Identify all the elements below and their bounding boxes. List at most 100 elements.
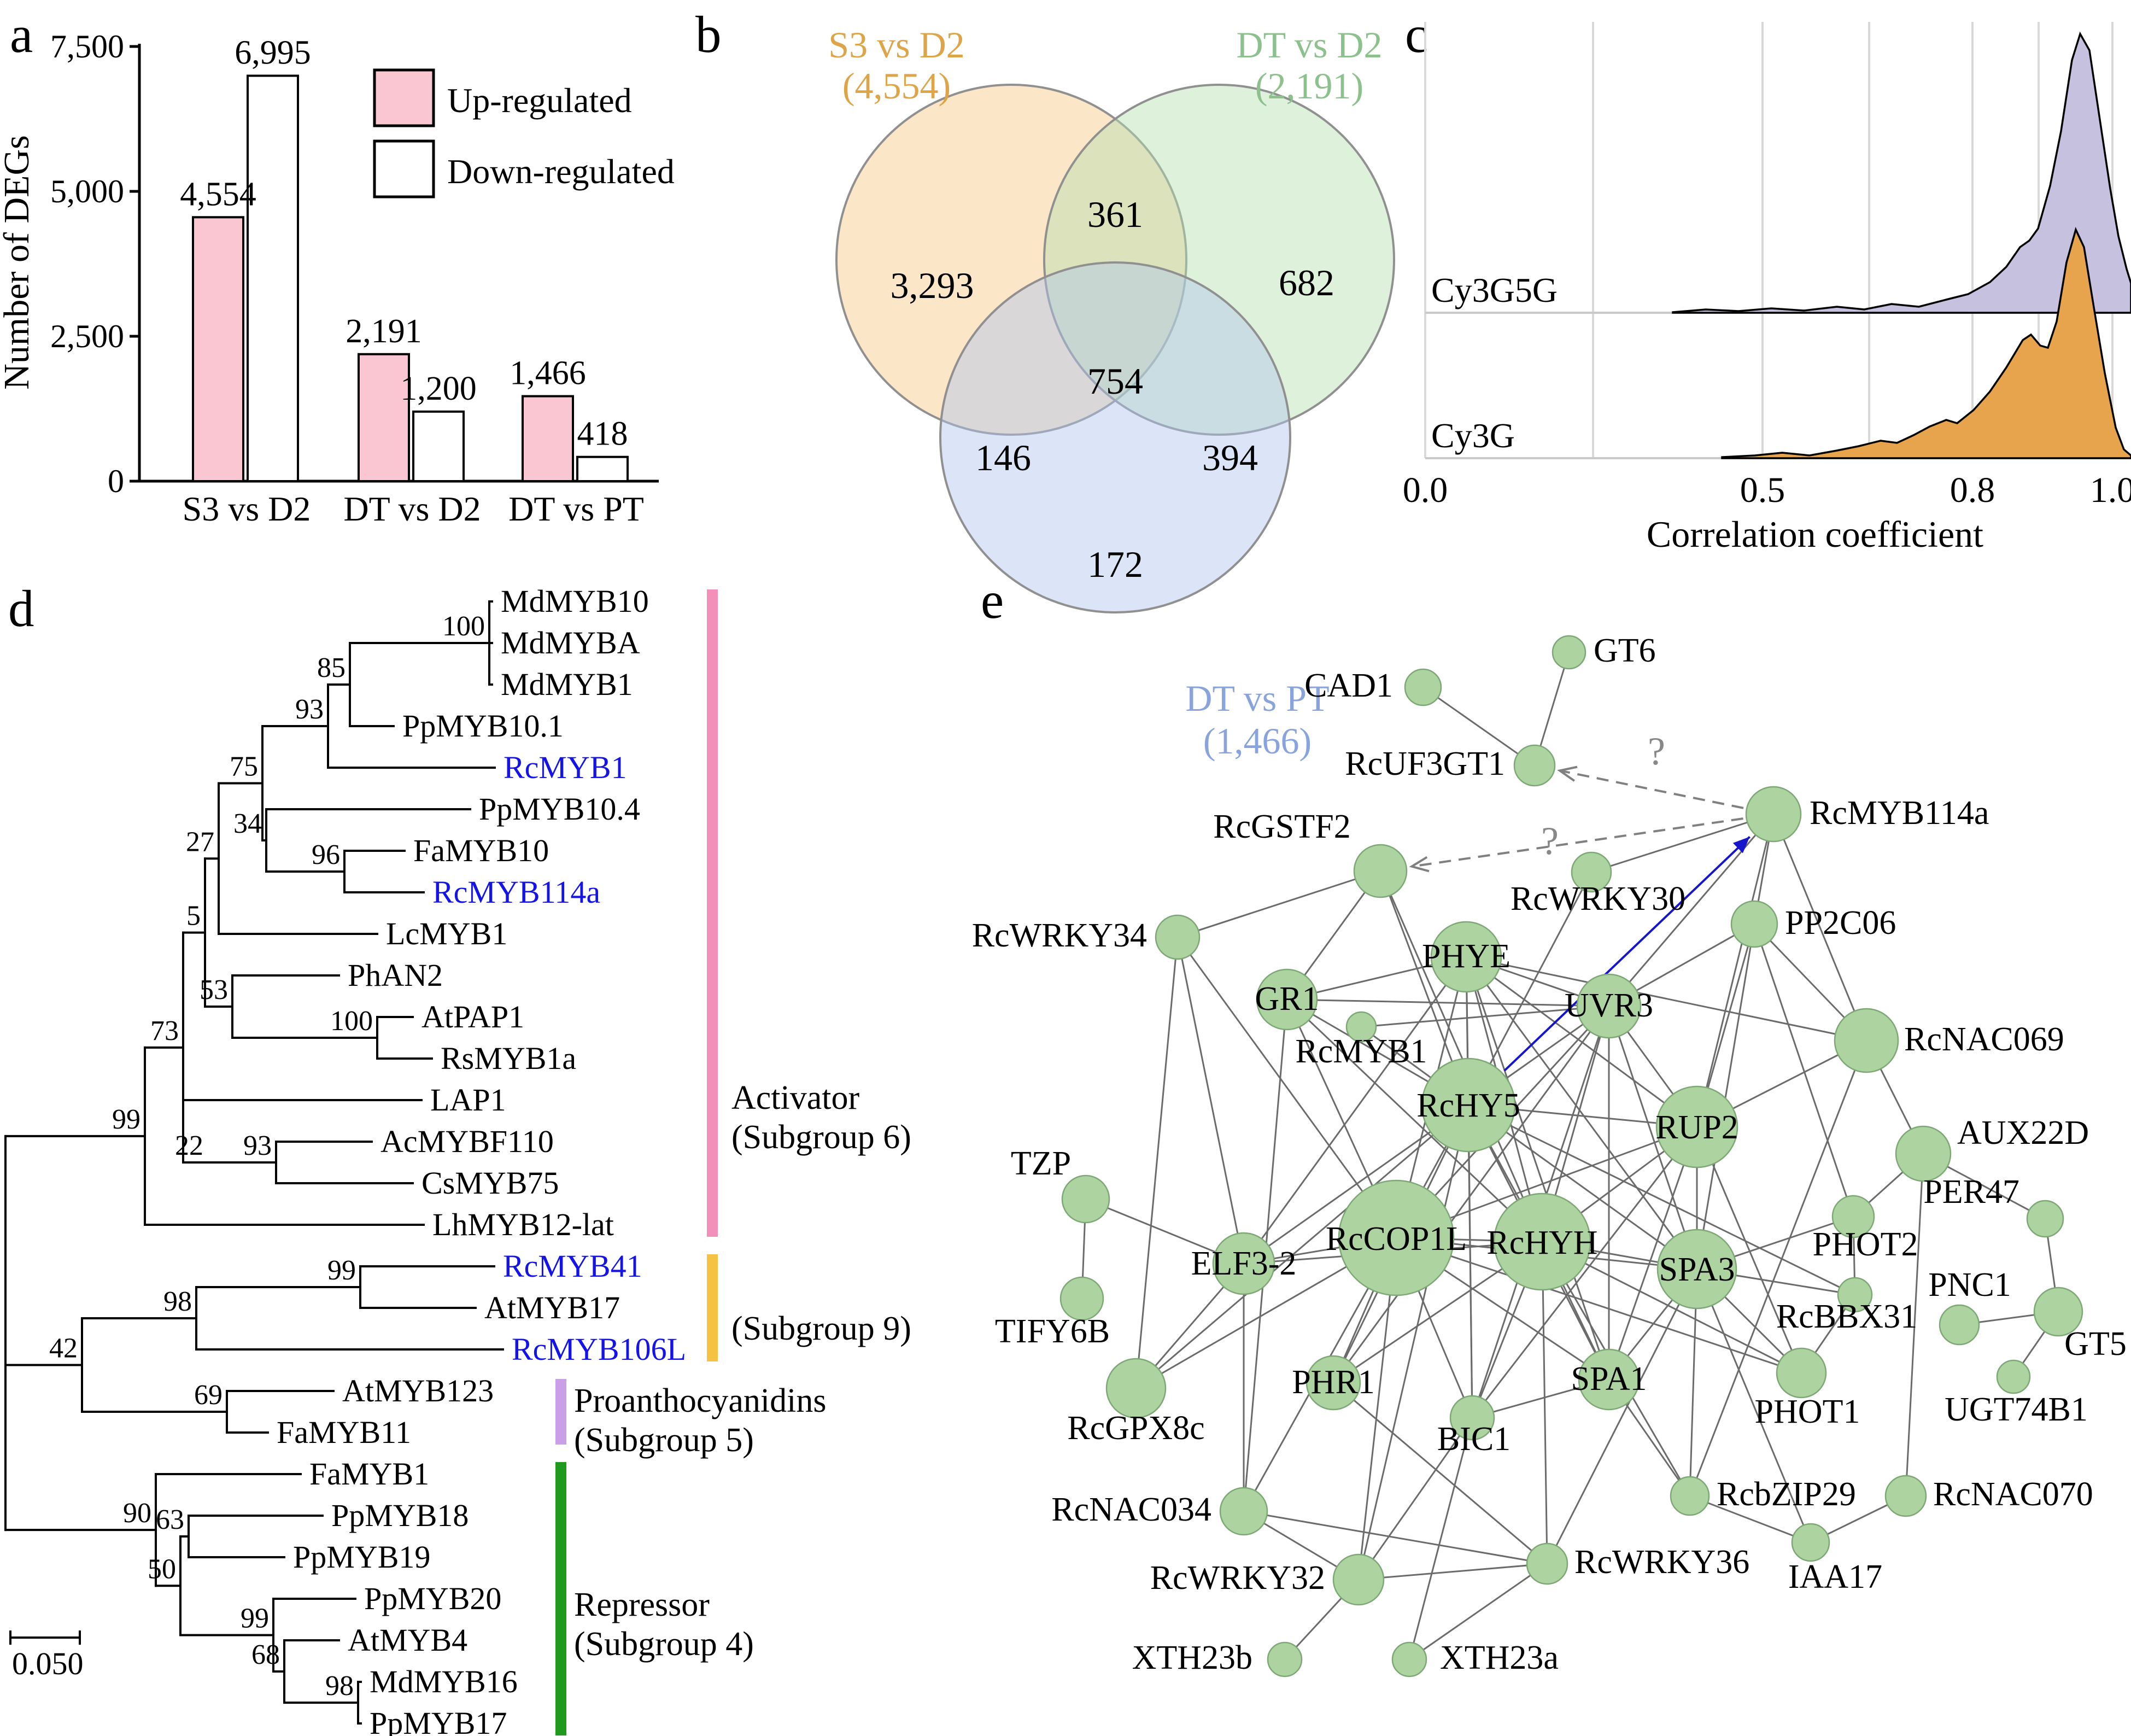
- network-node-label: UGT74B1: [1945, 1391, 2088, 1428]
- bootstrap-label: 42: [49, 1333, 78, 1364]
- taxon-label: RcMYB1: [504, 750, 627, 785]
- network-node-SPA3: [1656, 1229, 1737, 1310]
- subgroup-bar: [707, 589, 718, 1237]
- network-node-PP2C06: [1730, 900, 1778, 948]
- panel-d-phylogenetic-tree: d9973527759385100MdMYB10MdMYBAMdMYB1PpMY…: [4, 580, 911, 1736]
- venn-set-total: (2,191): [1255, 65, 1363, 107]
- y-tick-label: 0: [108, 463, 124, 499]
- network-edge: [1408, 1417, 1473, 1660]
- taxon-label: AtMYB123: [342, 1373, 494, 1408]
- network-node-label: RcbZIP29: [1717, 1476, 1856, 1513]
- network-node-label: RcWRKY30: [1511, 880, 1685, 917]
- y-tick-label: 5,000: [50, 173, 124, 209]
- bootstrap-label: 93: [295, 694, 324, 725]
- network-edge: [1591, 813, 1774, 873]
- taxon-label: AtPAP1: [421, 999, 524, 1034]
- x-tick-label: 0.5: [1740, 470, 1785, 510]
- network-edge: [1905, 1153, 1924, 1497]
- network-edge: [1466, 956, 1697, 1128]
- y-tick-label: 7,500: [50, 28, 124, 65]
- network-edge: [1243, 1510, 1548, 1565]
- network-node-TIFY6B: [1059, 1276, 1104, 1321]
- network-edge: [1689, 1495, 1811, 1544]
- network-edge: [1176, 937, 1397, 1238]
- network-node-label: TIFY6B: [995, 1313, 1110, 1350]
- subgroup-bar: [707, 1254, 718, 1361]
- network-node-RcWRKY36: [1526, 1542, 1568, 1585]
- network-edge: [1396, 1237, 1802, 1374]
- subgroup-bar: [555, 1462, 566, 1735]
- subgroup-label: (Subgroup 9): [731, 1310, 911, 1347]
- bootstrap-label: 27: [186, 826, 214, 857]
- bootstrap-label: 5: [186, 901, 201, 932]
- network-node-RcBBX31: [1837, 1277, 1873, 1313]
- bar-value-label: 2,191: [346, 313, 422, 350]
- bootstrap-label: 99: [112, 1104, 140, 1135]
- network-edge: [1465, 956, 1610, 1380]
- bootstrap-label: 98: [325, 1670, 354, 1702]
- network-node-PHOT2: [1831, 1195, 1875, 1238]
- bar-up: [358, 353, 410, 483]
- network-node-UVR3: [1576, 973, 1642, 1039]
- network-edge: [1332, 1006, 1610, 1383]
- taxon-label: PpMYB19: [293, 1539, 430, 1575]
- bootstrap-label: 98: [163, 1286, 192, 1317]
- network-node-label: PHYE: [1422, 938, 1511, 975]
- taxon-label: MdMYBA: [501, 625, 640, 661]
- venn-region-count: 3,293: [891, 265, 974, 306]
- network-node-PHR1: [1305, 1355, 1361, 1411]
- network-node-RcHYH: [1493, 1193, 1591, 1291]
- network-node-RcbZIP29: [1670, 1476, 1710, 1516]
- network-node-label: RUP2: [1655, 1109, 1738, 1146]
- network-node-label: BIC1: [1437, 1421, 1511, 1458]
- y-axis-title: Number of DEGs: [0, 135, 37, 390]
- bootstrap-label: 34: [233, 808, 262, 839]
- network-node-PNC1: [1939, 1304, 1980, 1346]
- x-axis-title: Correlation coefficient: [1647, 513, 1983, 555]
- venn-set-title: DT vs PT: [1185, 677, 1329, 719]
- taxon-label: FaMYB1: [309, 1456, 429, 1492]
- bar-value-label: 1,466: [510, 355, 586, 392]
- x-category-label: DT vs PT: [508, 489, 644, 528]
- network-node-label: RcWRKY36: [1574, 1544, 1749, 1581]
- network-node-label: RcGSTF2: [1213, 808, 1350, 845]
- arrowhead: [1557, 765, 1578, 782]
- network-node-RcNAC070: [1884, 1475, 1927, 1517]
- subgroup-label: Proanthocyanidins: [574, 1382, 827, 1419]
- network-edge: [1357, 1104, 1470, 1580]
- bootstrap-label: 99: [327, 1255, 356, 1286]
- bootstrap-label: 68: [251, 1639, 280, 1670]
- bar-up: [192, 216, 244, 482]
- network-node-ELF3-2: [1212, 1232, 1275, 1295]
- bootstrap-label: 85: [317, 652, 346, 683]
- network-node-label: PP2C06: [1785, 904, 1896, 942]
- network-node-GT5: [2033, 1287, 2083, 1337]
- scale-bar-label: 0.050: [12, 1646, 84, 1681]
- bar-down: [412, 410, 465, 482]
- venn-circle: [1043, 84, 1395, 436]
- network-edge: [1696, 1126, 1802, 1373]
- arrowhead: [1732, 837, 1750, 854]
- taxon-label: MdMYB1: [501, 667, 633, 702]
- network-node-label: XTH23b: [1132, 1639, 1252, 1676]
- network-edge: [1422, 686, 1535, 767]
- network-node-AUX22D: [1895, 1125, 1952, 1182]
- network-node-label: XTH23a: [1440, 1639, 1559, 1676]
- network-node-RcGPX8c: [1105, 1358, 1167, 1419]
- network-edge: [1465, 956, 1698, 1270]
- bootstrap-label: 90: [123, 1498, 151, 1529]
- network-node-label: RcMYB1: [1295, 1033, 1427, 1070]
- network-edge: [1135, 1104, 1469, 1389]
- network-node-TZP: [1061, 1174, 1110, 1224]
- taxon-label: FaMYB11: [277, 1414, 411, 1450]
- venn-region-count: 172: [1087, 543, 1143, 585]
- network-node-RUP2: [1655, 1085, 1738, 1168]
- network-edge: [1696, 1269, 1812, 1543]
- bootstrap-label: 73: [150, 1015, 179, 1047]
- subgroup-bar: [555, 1379, 566, 1445]
- network-edge: [1379, 870, 1543, 1242]
- network-edge: [1689, 1040, 1867, 1497]
